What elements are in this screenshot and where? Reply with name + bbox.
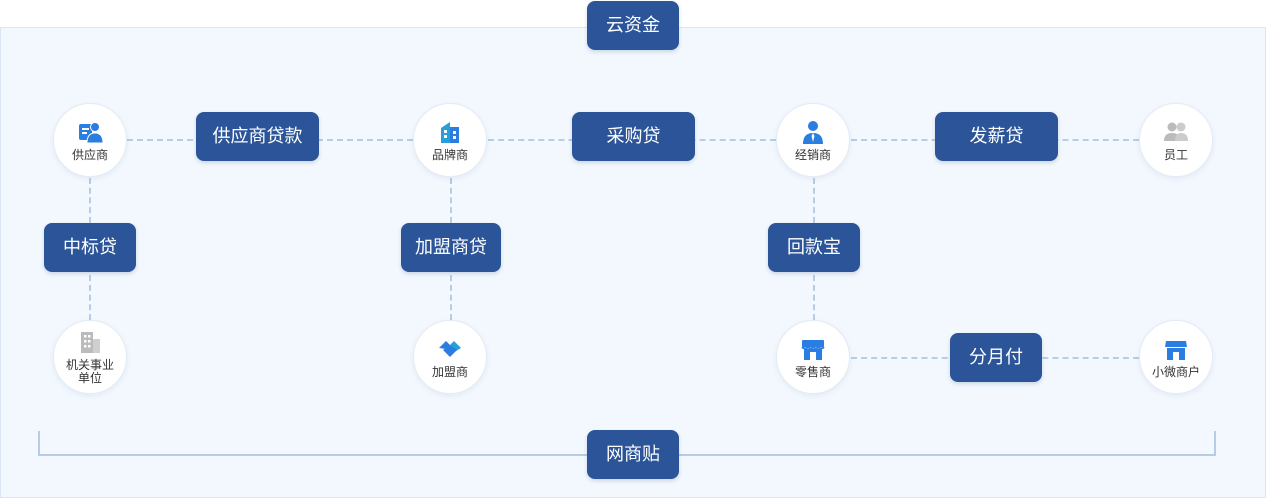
building-icon [441,121,459,143]
node-supplier-label: 供应商 [71,147,108,162]
node-micro-merchant: 小微商户 [1139,320,1213,394]
people-icon [1164,122,1188,141]
small-store-icon [1165,340,1187,360]
node-brand-label: 品牌商 [431,147,468,162]
franchise-loan-label: 加盟商贷 [401,223,501,272]
node-brand: 品牌商 [413,103,487,177]
bid-loan-label: 中标贷 [44,223,136,272]
node-employee-label: 员工 [1163,147,1188,162]
node-distributor: 经销商 [776,103,850,177]
node-employee: 员工 [1139,103,1213,177]
supplier-loan-label: 供应商贷款 [196,112,319,161]
person-tie-icon [803,120,823,144]
node-retailer-label: 零售商 [794,364,831,379]
store-icon [801,339,825,360]
office-building-icon [81,332,100,353]
handshake-icon [439,340,461,357]
payment-treasure-label: 回款宝 [768,223,860,272]
node-franchisee: 加盟商 [413,320,487,394]
node-franchisee-label: 加盟商 [431,364,468,379]
purchase-loan-label: 采购贷 [572,112,695,161]
node-institution-label: 机关事业 单位 [65,358,114,385]
bottom-label: 网商贴 [587,430,679,479]
node-micro-merchant-label: 小微商户 [1151,364,1200,379]
top-label: 云资金 [587,1,679,50]
node-retailer: 零售商 [776,320,850,394]
node-institution: 机关事业 单位 [53,320,127,394]
supplier-icon [79,121,103,143]
node-supplier: 供应商 [53,103,127,177]
node-distributor-label: 经销商 [794,147,831,162]
diagram-panel [0,27,1266,498]
salary-loan-label: 发薪贷 [935,112,1058,161]
installment-label: 分月付 [950,333,1042,382]
